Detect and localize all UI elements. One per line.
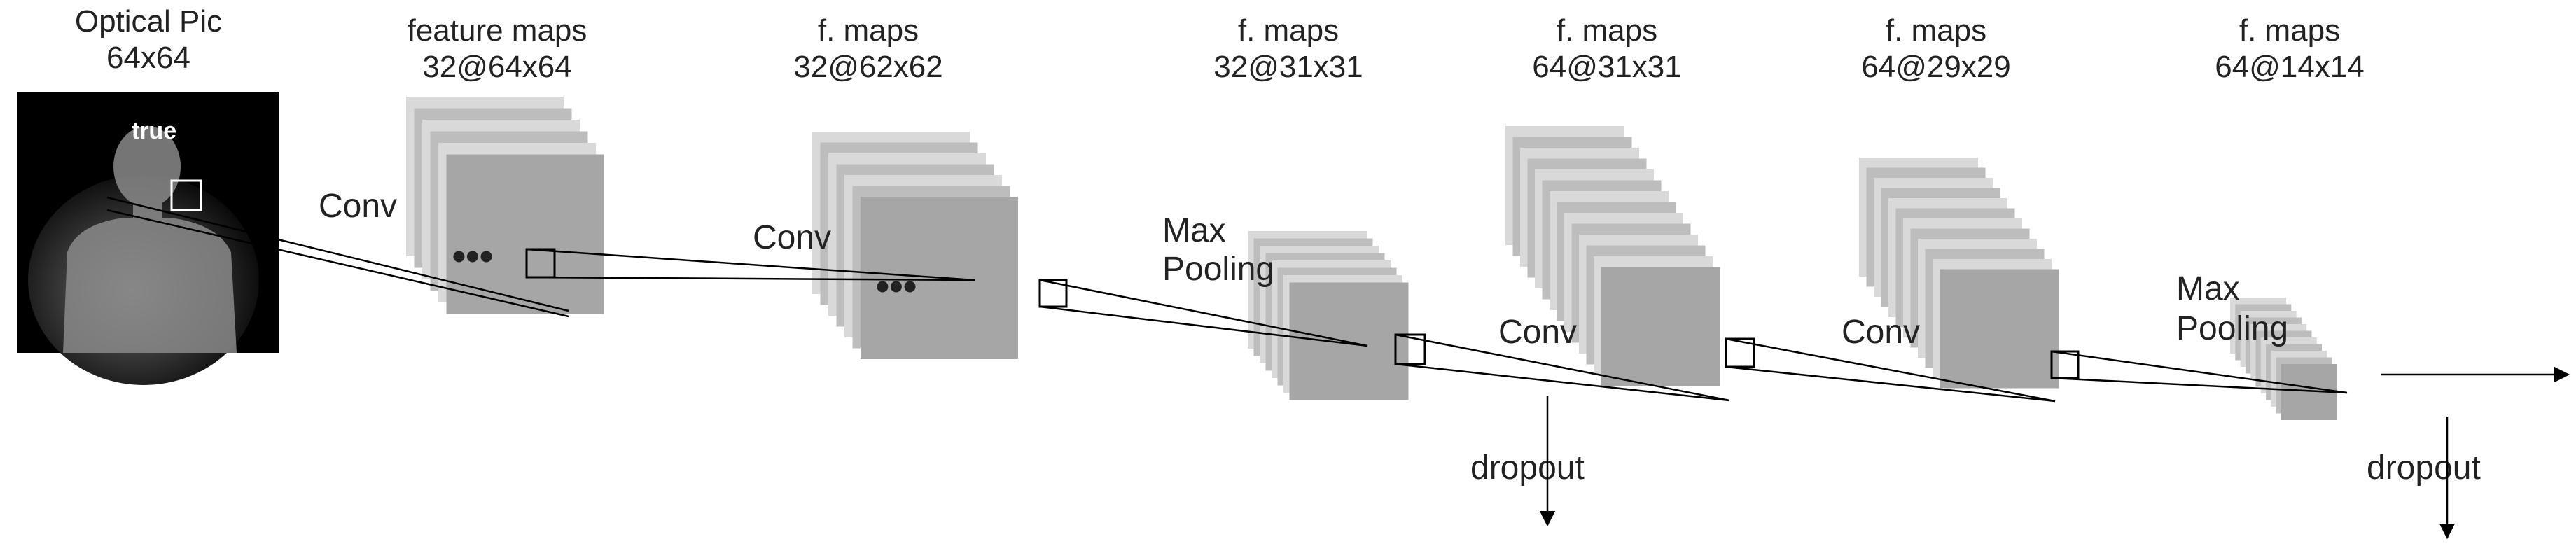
connector-line	[526, 276, 975, 281]
stage-title: f. maps	[1557, 13, 1657, 48]
connector-line	[1039, 305, 1368, 347]
stage-label-6: f. maps 64@14x14	[2215, 13, 2365, 84]
stage-title: f. maps	[1886, 13, 1986, 48]
op-label-conv-4: Conv	[1842, 314, 1920, 351]
connector-line	[526, 248, 975, 281]
ellipsis-1: •••	[452, 234, 494, 278]
stage-size: 32@62x62	[793, 50, 943, 84]
op-label-conv-3: Conv	[1498, 314, 1577, 351]
stage-title: f. maps	[2239, 13, 2340, 48]
connector-line	[2051, 350, 2348, 394]
connector-line	[1395, 363, 1730, 402]
stage-size: 64@14x14	[2215, 50, 2365, 84]
feature-map-stack-2	[812, 132, 1018, 359]
input-title: Optical Pic	[75, 4, 222, 39]
stage-title: feature maps	[408, 13, 587, 48]
stage-label-1: feature maps 32@64x64	[408, 13, 587, 84]
connector-line	[1725, 365, 2056, 403]
op-label-pool-2-line-2: Pooling	[2176, 310, 2288, 347]
stage-label-5: f. maps 64@29x29	[1861, 13, 2011, 84]
connector-lines	[106, 196, 2348, 403]
op-label-pool-2-line-1: Max	[2176, 270, 2240, 307]
op-label-dropout-2: dropout	[2367, 449, 2481, 487]
person-silhouette	[63, 126, 237, 353]
photo-overlay-text: true	[132, 118, 176, 144]
op-label-conv-2: Conv	[753, 219, 831, 256]
input-label: Optical Pic 64x64	[75, 4, 222, 75]
connector-line	[106, 209, 569, 318]
op-label-pool-1-line-1: Max	[1162, 212, 1226, 249]
op-label-pool-1-line-2: Pooling	[1162, 251, 1274, 288]
feature-map-stack-4	[1505, 126, 1720, 386]
feature-map-stack-1	[406, 97, 604, 314]
input-image: true	[17, 92, 279, 385]
patch-box-4	[1725, 337, 1755, 368]
stage-label-4: f. maps 64@31x31	[1532, 13, 1682, 84]
op-label-dropout-1: dropout	[1470, 449, 1585, 487]
input-patch-box	[170, 179, 202, 211]
feature-map-stack-6	[2230, 298, 2337, 420]
stage-title: f. maps	[818, 13, 919, 48]
op-label-conv-1: Conv	[319, 188, 397, 225]
stage-label-2: f. maps 32@62x62	[793, 13, 943, 84]
stage-size: 32@31x31	[1213, 50, 1363, 84]
stage-size: 64@29x29	[1861, 50, 2011, 84]
stage-size: 64@31x31	[1532, 50, 1682, 84]
feature-map-front	[1601, 267, 1720, 386]
ellipsis-2: •••	[876, 264, 917, 308]
feature-map-stack-5	[1859, 158, 2059, 389]
patch-box-2	[1038, 279, 1068, 308]
connector-line	[2051, 377, 2348, 394]
stage-label-3: f. maps 32@31x31	[1213, 13, 1363, 84]
patch-box-3	[1394, 333, 1426, 365]
connector-line	[1725, 337, 2056, 403]
stage-size: 32@64x64	[422, 50, 572, 84]
connector-line	[1395, 333, 1730, 402]
connector-line	[1039, 279, 1368, 347]
stage-title: f. maps	[1238, 13, 1339, 48]
feature-map-front	[1940, 269, 2059, 389]
input-size: 64x64	[106, 41, 190, 75]
connector-line	[106, 196, 569, 312]
